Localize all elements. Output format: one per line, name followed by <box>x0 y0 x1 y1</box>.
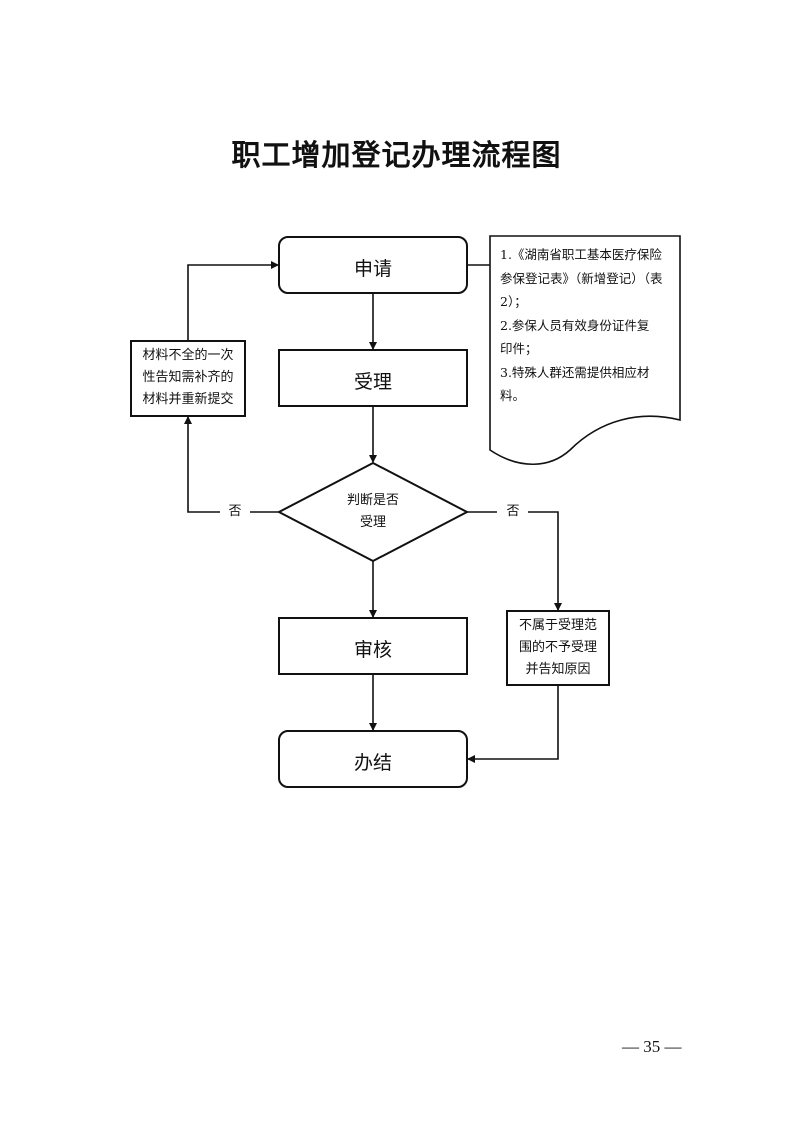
note-line: 1.《湖南省职工基本医疗保险 <box>500 247 662 262</box>
required-materials-note: 1.《湖南省职工基本医疗保险 参保登记表》（新增登记）（表 2）； 2.参保人员… <box>500 243 678 408</box>
note-line: 参保登记表》（新增登记）（表 <box>500 270 663 286</box>
not-in-scope-line-1: 不属于受理范 <box>518 618 597 633</box>
not-in-scope-line-3: 并告知原因 <box>525 662 591 677</box>
node-decision-line-2: 受理 <box>359 515 386 530</box>
node-not-in-scope-label: 不属于受理范 围的不予受理 并告知原因 <box>507 615 609 681</box>
note-line: 3.特殊人群还需提供相应材 <box>500 364 650 380</box>
page-number: — 35 — <box>622 1037 682 1056</box>
note-line: 2.参保人员有效身份证件复 <box>500 317 650 333</box>
node-review-label: 审核 <box>353 639 392 661</box>
node-incomplete-materials-label: 材料不全的一次 性告知需补齐的 材料并重新提交 <box>131 345 245 411</box>
node-decision-label: 判断是否 受理 <box>279 490 467 534</box>
note-document-shape <box>489 235 681 466</box>
edge-not-in-scope-complete <box>467 685 559 763</box>
edge-incomplete-apply <box>187 261 279 341</box>
incomplete-line-1: 材料不全的一次 <box>142 348 234 363</box>
note-line: 印件； <box>500 341 538 356</box>
edge-label-right-no: 否 <box>506 504 520 519</box>
note-line: 料。 <box>500 388 526 403</box>
node-accept-label: 受理 <box>353 371 392 393</box>
edge-label-left-no: 否 <box>228 504 242 519</box>
node-complete-label: 办结 <box>353 752 392 774</box>
edge-decision-left-no-b <box>184 416 220 513</box>
not-in-scope-line-2: 围的不予受理 <box>518 640 597 655</box>
node-apply-label: 申请 <box>353 258 392 280</box>
edge-decision-right-no-b <box>528 511 562 611</box>
node-decision-line-1: 判断是否 <box>346 493 399 508</box>
incomplete-line-3: 材料并重新提交 <box>142 392 234 407</box>
note-line: 2）； <box>500 294 527 309</box>
page-title: 职工增加登记办理流程图 <box>231 138 562 172</box>
incomplete-line-2: 性告知需补齐的 <box>142 370 234 385</box>
